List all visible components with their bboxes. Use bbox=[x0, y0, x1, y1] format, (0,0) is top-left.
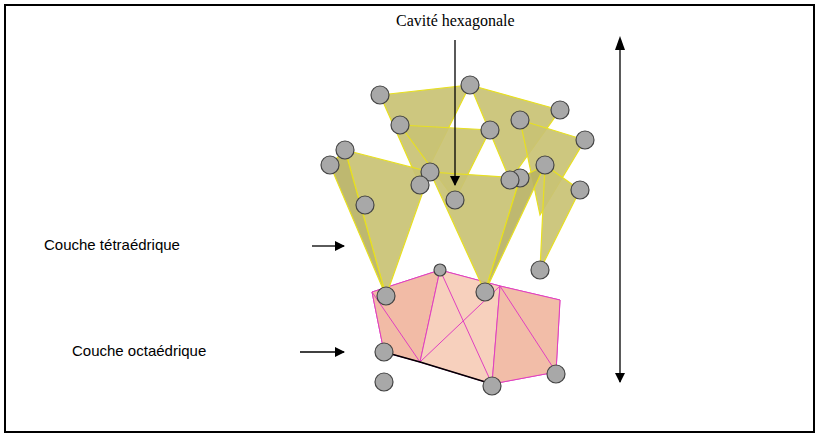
cavity-label: Cavité hexagonale bbox=[396, 12, 515, 30]
layer-label: Couche tétraédrique bbox=[44, 236, 180, 253]
layer-label: Couche octaédrique bbox=[72, 342, 206, 359]
